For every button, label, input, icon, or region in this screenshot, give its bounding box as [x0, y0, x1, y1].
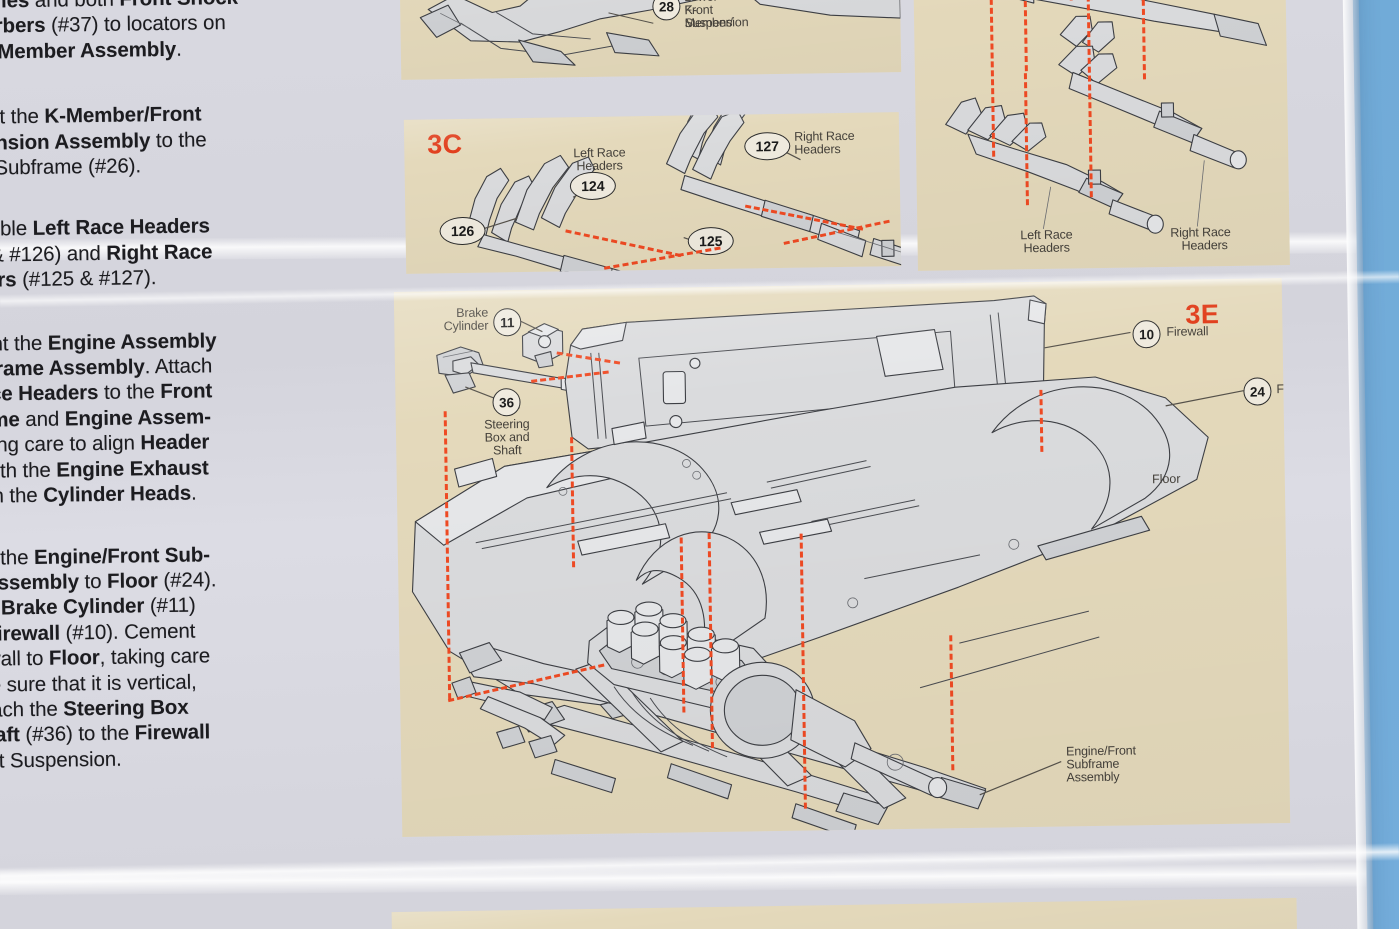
- instruction-text-column: pindles and both Front Shockosorbers (#3…: [0, 0, 370, 804]
- label-right-race-headers-line2: Headers: [1181, 238, 1228, 253]
- instruction-paragraph-1: pindles and both Front Shockosorbers (#3…: [0, 0, 238, 64]
- callout-24-floor-overlay: Floor: [1152, 472, 1181, 486]
- label-3c-left-race-line2: Headers: [576, 158, 623, 174]
- label-steering-line3: Shaft: [492, 443, 522, 458]
- diagram-panel-3e: 3E: [393, 278, 1291, 837]
- label-engine-subframe-line3: Assembly: [1066, 769, 1120, 785]
- diagram-panel-3c: 3C 126 124 125 127 Left Race Headers Rig…: [403, 112, 902, 274]
- label-floor-text: Floor: [1151, 471, 1181, 487]
- label-firewall: Firewall: [1166, 324, 1209, 339]
- k-member-suspension-artwork: [419, 0, 901, 66]
- diagram-panel-upper-right: Left Race Headers Right Race Headers: [912, 0, 1290, 271]
- diagram-panel-upper-left: [398, 0, 902, 80]
- subframe-headers-artwork: [945, 0, 1268, 234]
- label-3c-right-race-line2: Headers: [794, 142, 841, 157]
- firewall-floor-engine-artwork: [411, 295, 1244, 837]
- label-left-race-headers-line2: Headers: [1023, 240, 1070, 256]
- callout-label-28-line2: Front Suspension: [684, 2, 749, 31]
- instruction-paragraph-3: semble Left Race Headers24 & #126) and R…: [0, 214, 213, 293]
- step-code-3c: 3C: [426, 128, 463, 160]
- instruction-paragraph-5: ent the Engine/Front Sub-e Assembly to F…: [0, 542, 217, 773]
- label-brake-cylinder-line2: Cylinder: [443, 318, 489, 334]
